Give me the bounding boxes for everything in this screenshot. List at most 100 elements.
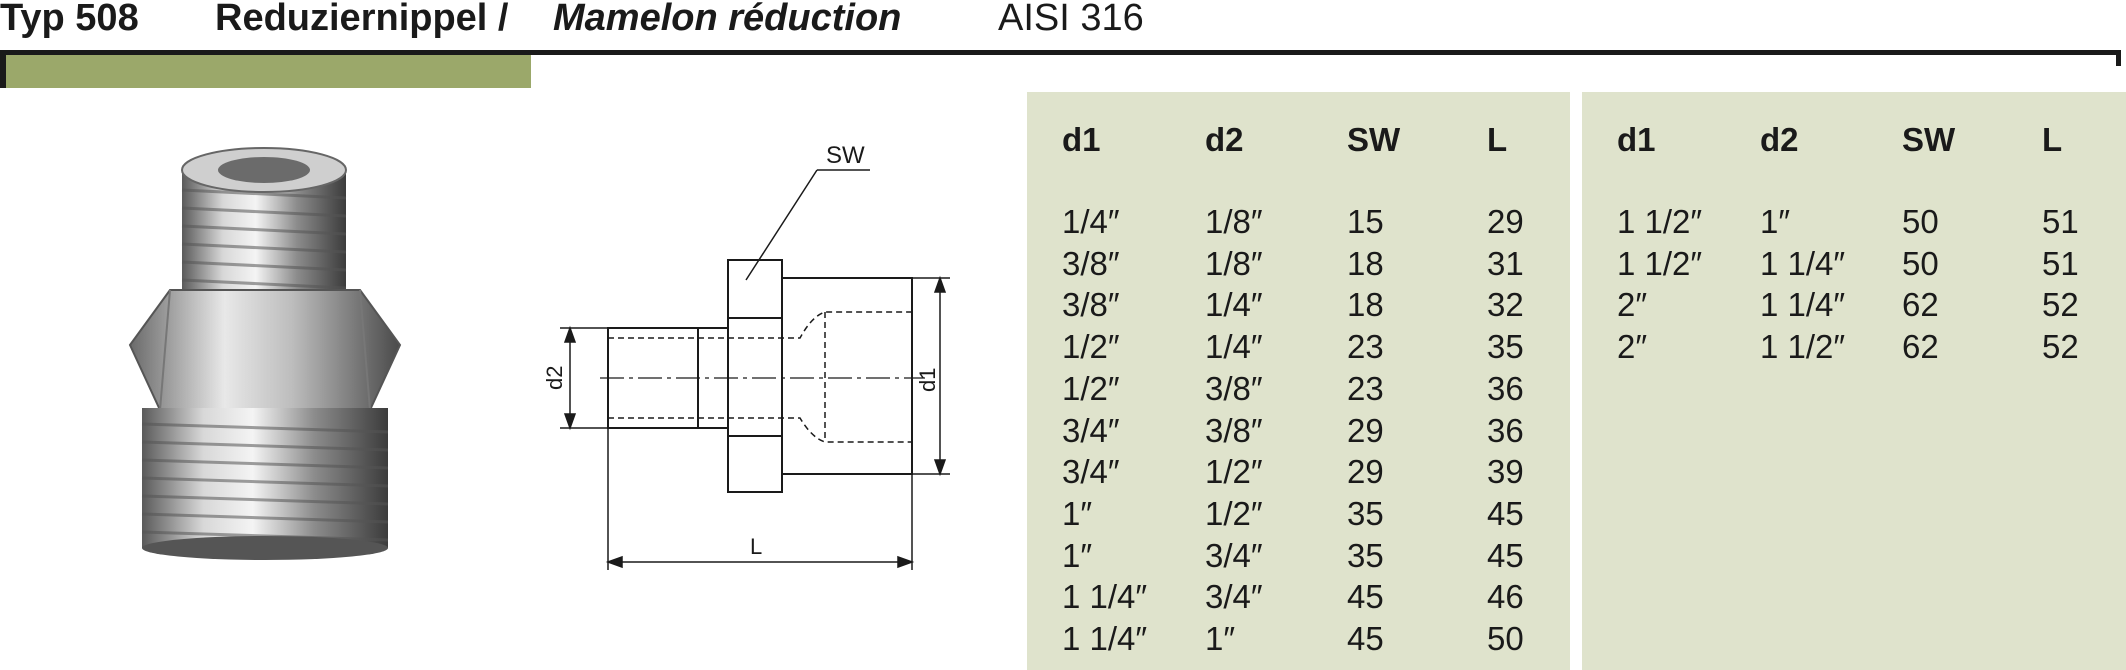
title-german: Reduziernippel / bbox=[215, 0, 509, 39]
table-cell: 3/8″ bbox=[1205, 411, 1263, 449]
table-cell: 46 bbox=[1487, 578, 1524, 616]
column-header: d1 bbox=[1062, 121, 1101, 158]
type-number: Typ 508 bbox=[0, 0, 139, 39]
table-cell: 2″ bbox=[1617, 328, 1648, 366]
column-header: SW bbox=[1347, 121, 1401, 158]
table-cell: 29 bbox=[1347, 411, 1384, 449]
table-cell: 1 1/4″ bbox=[1062, 578, 1148, 616]
table-cell: 39 bbox=[1487, 453, 1524, 491]
table-cell: 45 bbox=[1487, 536, 1524, 574]
accent-bar bbox=[6, 55, 531, 88]
table-cell: 1 1/4″ bbox=[1760, 244, 1846, 282]
table-cell: 1/2″ bbox=[1062, 328, 1120, 366]
table-cell: 35 bbox=[1347, 536, 1384, 574]
table-row: 3/4″ 1/2″ 29 39 bbox=[1027, 451, 1570, 493]
table-cell: 3/8″ bbox=[1062, 244, 1120, 282]
table-cell: 36 bbox=[1487, 411, 1524, 449]
table-header-row: d1 d2 SW L bbox=[1027, 119, 1570, 161]
table-cell: 3/8″ bbox=[1062, 286, 1120, 324]
table-cell: 29 bbox=[1347, 453, 1384, 491]
label-d1: d1 bbox=[915, 368, 940, 392]
product-photo bbox=[128, 147, 402, 560]
header-rule-right-tick bbox=[2116, 50, 2121, 66]
label-sw: SW bbox=[826, 142, 865, 169]
table-cell: 36 bbox=[1487, 369, 1524, 407]
column-header: d2 bbox=[1760, 121, 1799, 158]
table-cell: 1″ bbox=[1062, 536, 1093, 574]
table-cell: 3/4″ bbox=[1062, 411, 1120, 449]
table-cell: 1/4″ bbox=[1205, 328, 1263, 366]
title-french: Mamelon réduction bbox=[553, 0, 902, 39]
table-row: 1 1/4″ 1″ 45 50 bbox=[1027, 618, 1570, 660]
label-d2: d2 bbox=[542, 366, 567, 390]
table-cell: 50 bbox=[1487, 620, 1524, 657]
table-row: 1 1/4″ 3/4″ 45 46 bbox=[1027, 576, 1570, 618]
table-row: 3/8″ 1/8″ 18 31 bbox=[1027, 243, 1570, 285]
table-cell: 15 bbox=[1347, 203, 1384, 240]
table-cell: 23 bbox=[1347, 369, 1384, 407]
table-cell: 35 bbox=[1347, 494, 1384, 532]
material-grade: AISI 316 bbox=[998, 0, 1144, 39]
table-cell: 1 1/4″ bbox=[1062, 620, 1148, 657]
table-cell: 1 1/2″ bbox=[1617, 244, 1703, 282]
table-cell: 29 bbox=[1487, 203, 1524, 240]
table-cell: 35 bbox=[1487, 328, 1524, 366]
table-cell: 18 bbox=[1347, 286, 1384, 324]
header-rule-left-tick bbox=[0, 50, 6, 88]
table-cell: 1/4″ bbox=[1205, 286, 1263, 324]
table-row: 1/2″ 3/8″ 23 36 bbox=[1027, 368, 1570, 410]
table-cell: 1/4″ bbox=[1062, 203, 1120, 240]
large-thread-outline bbox=[781, 277, 913, 475]
table-cell: 1 1/4″ bbox=[1760, 286, 1846, 324]
table-row: 1″ 3/4″ 35 45 bbox=[1027, 535, 1570, 577]
table-cell: 45 bbox=[1487, 494, 1524, 532]
table-cell: 18 bbox=[1347, 244, 1384, 282]
table-row: 1 1/2″ 1 1/4″ 50 51 bbox=[1582, 243, 2126, 285]
table-cell: 3/4″ bbox=[1062, 453, 1120, 491]
table-cell: 3/4″ bbox=[1205, 536, 1263, 574]
table-cell: 1/8″ bbox=[1205, 244, 1263, 282]
table-cell: 50 bbox=[1902, 244, 1939, 282]
table-cell: 32 bbox=[1487, 286, 1524, 324]
table-cell: 1/8″ bbox=[1205, 203, 1263, 240]
table-cell: 52 bbox=[2042, 328, 2079, 366]
technical-drawing: SW d2 d1 L bbox=[542, 142, 950, 570]
table-cell: 1/2″ bbox=[1062, 369, 1120, 407]
label-l: L bbox=[750, 534, 762, 559]
table-cell: 1″ bbox=[1205, 620, 1236, 657]
table-cell: 3/4″ bbox=[1205, 578, 1263, 616]
table-row: 1/4″ 1/8″ 15 29 bbox=[1027, 201, 1570, 243]
table-cell: 50 bbox=[1902, 203, 1939, 240]
table-cell: 45 bbox=[1347, 620, 1384, 657]
table-cell: 1/2″ bbox=[1205, 453, 1263, 491]
table-cell: 62 bbox=[1902, 328, 1939, 366]
table-cell: 1 1/2″ bbox=[1760, 328, 1846, 366]
table-row: 1 1/2″ 1″ 50 51 bbox=[1582, 201, 2126, 243]
table-row: 1/2″ 1/4″ 23 35 bbox=[1027, 326, 1570, 368]
column-header: L bbox=[1487, 121, 1508, 158]
table-cell: 1″ bbox=[1760, 203, 1791, 240]
table-cell: 52 bbox=[2042, 286, 2079, 324]
table-cell: 51 bbox=[2042, 203, 2079, 240]
column-header: L bbox=[2042, 121, 2063, 158]
table-cell: 3/8″ bbox=[1205, 369, 1263, 407]
column-header: d1 bbox=[1617, 121, 1656, 158]
table-cell: 1 1/2″ bbox=[1617, 203, 1703, 240]
page-header: Typ 508 Reduziernippel / Mamelon réducti… bbox=[0, 0, 2126, 48]
table-cell: 1/2″ bbox=[1205, 494, 1263, 532]
column-header: d2 bbox=[1205, 121, 1244, 158]
table-cell: 23 bbox=[1347, 328, 1384, 366]
table-cell: 45 bbox=[1347, 578, 1384, 616]
table-row: 3/8″ 1/4″ 18 32 bbox=[1027, 284, 1570, 326]
table-cell: 2″ bbox=[1617, 286, 1648, 324]
table-cell: 51 bbox=[2042, 244, 2079, 282]
table-row: 3/4″ 3/8″ 29 36 bbox=[1027, 410, 1570, 452]
header-rule bbox=[0, 50, 2121, 55]
table-row: 2″ 1 1/2″ 62 52 bbox=[1582, 326, 2126, 368]
table-cell: 31 bbox=[1487, 244, 1524, 282]
hex-outline bbox=[727, 259, 783, 493]
